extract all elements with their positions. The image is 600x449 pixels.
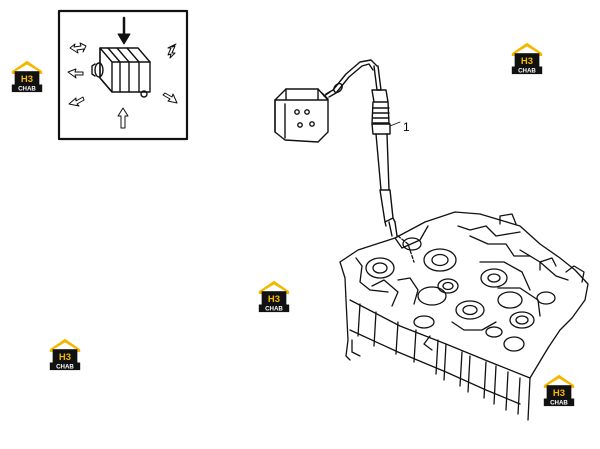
watermark-logo: H3 CHAB [543, 374, 575, 407]
svg-text:CHAB: CHAB [550, 400, 568, 407]
svg-text:H3: H3 [268, 294, 280, 305]
arrow-hollow-icon [117, 107, 129, 129]
relay-block-icon [91, 47, 151, 98]
arrow-hollow-icon [69, 42, 87, 54]
hollow-arrows [67, 42, 178, 129]
svg-text:H3: H3 [21, 74, 33, 85]
svg-text:H3: H3 [521, 56, 533, 67]
svg-text:H3: H3 [553, 388, 565, 399]
arrow-down-icon [117, 16, 131, 45]
inset-detail [57, 9, 189, 141]
callout-label: 1 [403, 120, 410, 134]
svg-text:CHAB: CHAB [518, 68, 536, 75]
glow-plug [321, 59, 398, 237]
watermark-logo: H3 CHAB [49, 338, 81, 371]
inset-frame [57, 9, 189, 141]
arrow-hollow-icon [162, 92, 178, 104]
svg-text:CHAB: CHAB [56, 364, 74, 371]
svg-text:CHAB: CHAB [265, 306, 283, 313]
watermark-logo: H3 CHAB [258, 280, 290, 313]
svg-text:CHAB: CHAB [18, 86, 36, 93]
svg-text:H3: H3 [59, 352, 71, 363]
callout-leader [389, 121, 401, 127]
watermark-logo: H3 CHAB [11, 60, 43, 93]
connector-block [274, 88, 329, 143]
cylinder-head [339, 211, 589, 421]
watermark-logo: H3 CHAB [511, 42, 543, 75]
arrow-hollow-icon [68, 96, 85, 107]
arrow-hollow-icon [67, 68, 84, 79]
arrow-hollow-icon [167, 43, 177, 59]
